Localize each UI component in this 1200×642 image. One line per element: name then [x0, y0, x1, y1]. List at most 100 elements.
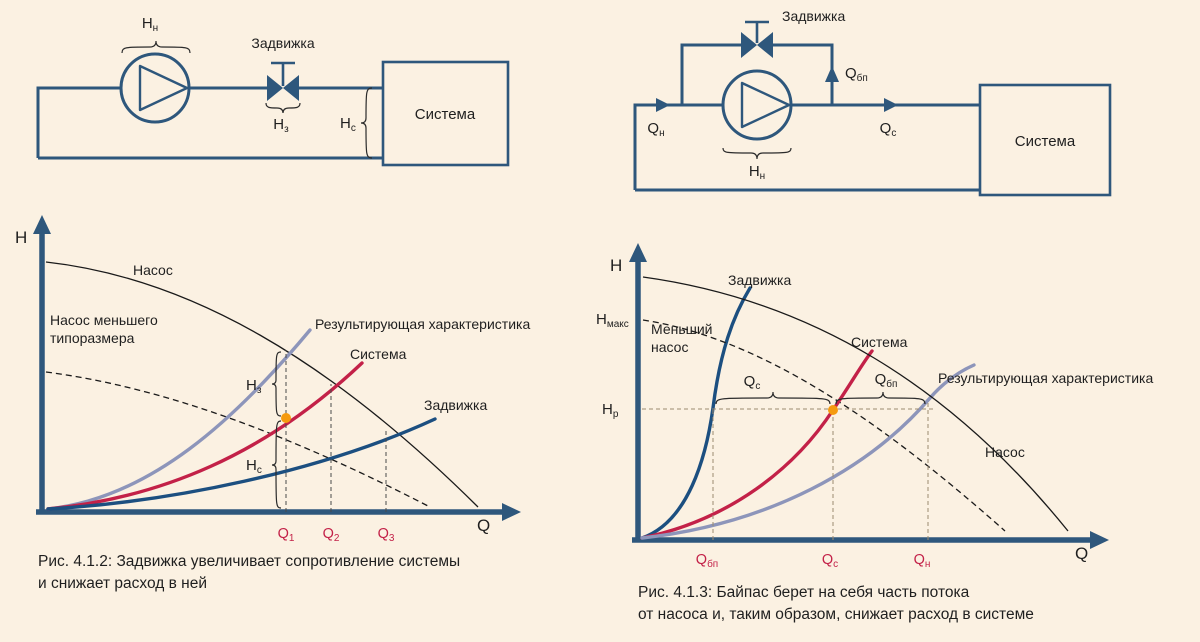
system-box — [978, 83, 1112, 197]
label-sub: н — [760, 171, 766, 182]
bypass-pipe — [773, 43, 834, 105]
label-sub: с — [755, 381, 760, 392]
label-base: Q — [744, 373, 756, 390]
pump-impeller-icon — [740, 81, 791, 129]
valve-curve — [640, 286, 752, 540]
flow-bypass-label: Qбп — [845, 65, 868, 84]
valve-head-brace — [265, 102, 301, 114]
label-sub: с — [351, 123, 356, 134]
pump-head-label: Нн — [142, 15, 158, 34]
pump-head-brace — [722, 147, 792, 160]
label-sub: бп — [857, 72, 868, 84]
valve-curve — [46, 417, 437, 511]
figure-caption: Рис. 4.1.2: Задвижка увеличивает сопроти… — [38, 553, 460, 570]
figure-caption: от насоса и, таким образом, снижает расх… — [638, 606, 1034, 623]
label-sub: н — [153, 23, 159, 34]
x-tick-q2: Q2 — [323, 526, 340, 544]
right-chart: H Q Задвижка Меньший насос Система Резул… — [596, 243, 1153, 623]
label-base: Q — [378, 526, 389, 542]
label-base: Q — [278, 526, 289, 542]
valve-curve-label: Задвижка — [424, 397, 487, 413]
right-schematic: Система Задвижка Qн Qбп Qс Нн — [633, 8, 1112, 197]
x-tick-qbp: Qбп — [696, 552, 718, 570]
label-sub: с — [891, 128, 896, 139]
valve-icon — [757, 32, 773, 58]
label-sub: бп — [886, 378, 897, 390]
resulting-curve-label: Результирующая характеристика — [938, 370, 1153, 386]
x-tick-qn: Qн — [914, 552, 931, 570]
label-sub: н — [925, 559, 931, 570]
flow-out-label: Qс — [880, 120, 897, 139]
valve-icon — [283, 75, 299, 101]
label-base: Q — [696, 552, 707, 568]
system-curve — [46, 361, 364, 511]
valve-icon — [267, 75, 283, 101]
q-system-brace — [715, 391, 831, 405]
pump-head-brace — [121, 40, 191, 54]
h-duty-mark: Нр — [602, 401, 619, 420]
flow-arrow-icon — [825, 66, 839, 82]
label-base: Н — [340, 115, 351, 132]
q-bypass-mark: Qбп — [875, 371, 898, 390]
label-sub: н — [659, 128, 665, 139]
label-sub: з — [284, 124, 289, 135]
pump-curve — [642, 276, 1069, 532]
valve-curve-label: Задвижка — [728, 272, 791, 288]
label-sub: с — [833, 559, 838, 570]
system-head-label: Нс — [340, 115, 356, 134]
smaller-pump-label: насос — [651, 339, 688, 355]
label-base: Н — [602, 401, 613, 418]
q-system-mark: Qс — [744, 373, 761, 392]
system-head-mark: Нс — [246, 457, 262, 476]
smaller-pump-label: Насос меньшего — [50, 312, 158, 328]
label-base: Q — [647, 120, 659, 137]
label-sub: 3 — [389, 533, 395, 544]
y-axis-label: H — [15, 228, 27, 247]
system-curve-label: Система — [851, 334, 908, 350]
y-axis-arrow-icon — [629, 243, 647, 262]
valve-icon — [741, 32, 757, 58]
system-box-label: Система — [415, 106, 476, 123]
label-sub: бп — [707, 558, 718, 570]
valve-head-label: Нз — [273, 116, 289, 135]
x-axis-label: Q — [1075, 544, 1088, 563]
label-sub: з — [257, 385, 262, 396]
valve-head-brace — [271, 351, 282, 417]
pump-impeller-icon — [138, 64, 189, 112]
smaller-pump-label: типоразмера — [50, 330, 135, 346]
system-head-brace — [360, 87, 373, 159]
x-axis-arrow-icon — [1090, 531, 1109, 549]
pump-head-label: Нн — [749, 163, 765, 182]
pump-icon — [721, 69, 793, 141]
pump-icon — [119, 52, 191, 124]
label-base: Н — [273, 116, 284, 133]
left-chart: H Q Насос Насос меньшего типоразмера Рез… — [15, 215, 530, 592]
label-base: Н — [246, 457, 257, 474]
pipe — [36, 86, 121, 158]
valve-label: Задвижка — [782, 8, 845, 24]
pump-curve — [45, 261, 479, 508]
x-tick-qc: Qс — [822, 552, 838, 570]
valve-head-mark: Нз — [246, 377, 262, 396]
label-base: Н — [749, 163, 760, 180]
system-head-brace — [271, 420, 282, 509]
q-bypass-brace — [835, 391, 926, 405]
left-schematic: Система Задвижка Нн Нз Нс — [36, 15, 510, 167]
x-tick-q3: Q3 — [378, 526, 395, 544]
label-base: Q — [323, 526, 334, 542]
operating-point-dot — [281, 413, 291, 423]
smaller-pump-curve — [642, 319, 1006, 532]
resulting-curve — [46, 328, 312, 511]
h-max-mark: Нмакс — [596, 311, 629, 330]
system-curve-label: Система — [350, 346, 407, 362]
pump-curve-label: Насос — [133, 262, 173, 278]
smaller-pump-curve — [45, 371, 429, 507]
label-sub: 1 — [289, 533, 295, 544]
label-sub: 2 — [334, 533, 340, 544]
x-axis-arrow-icon — [502, 503, 521, 521]
operating-point-dot — [828, 405, 838, 415]
label-base: Q — [875, 371, 887, 388]
y-axis-arrow-icon — [33, 215, 51, 234]
